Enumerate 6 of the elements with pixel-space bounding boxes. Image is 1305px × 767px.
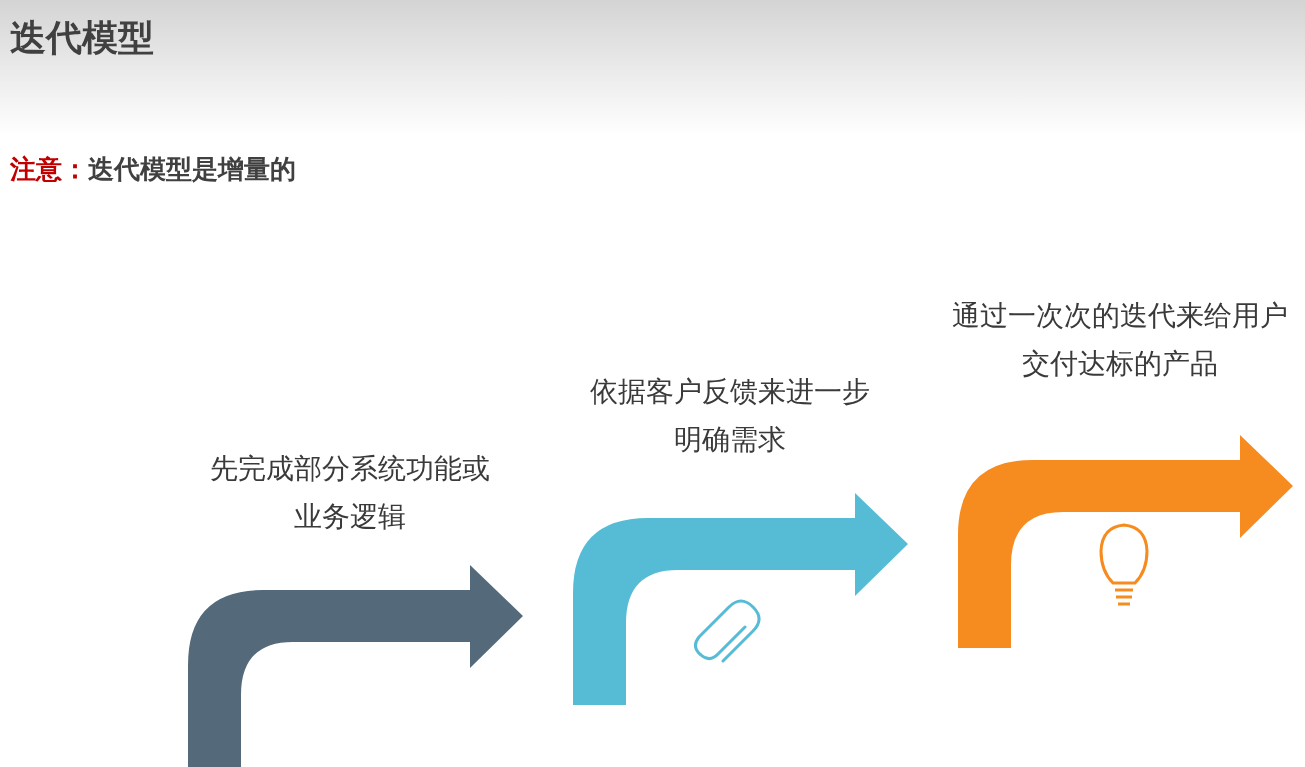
step-text: 通过一次次的迭代来给用户交付达标的产品 xyxy=(951,298,1289,382)
note-label: 注意： xyxy=(10,154,88,184)
slide-title: 迭代模型 xyxy=(10,16,154,60)
step-text: 先完成部分系统功能或业务逻辑 xyxy=(209,451,491,535)
note-text: 迭代模型是增量的 xyxy=(88,154,296,184)
step-text: 依据客户反馈来进一步明确需求 xyxy=(589,374,871,458)
